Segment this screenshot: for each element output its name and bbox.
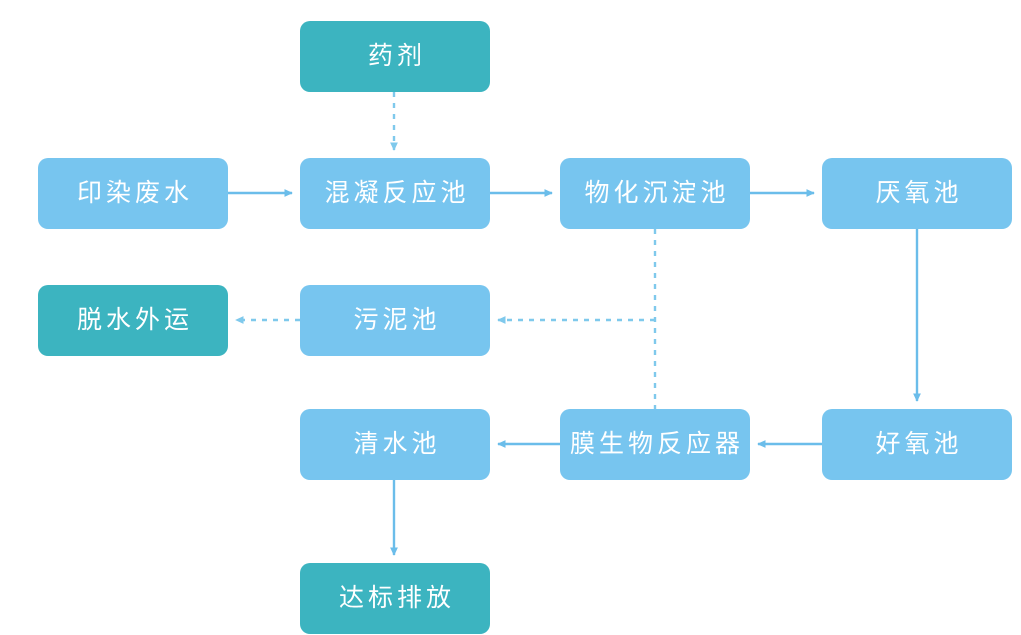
node-coagulation-label: 混凝反应池 bbox=[324, 179, 470, 207]
node-anaerobic[interactable]: 厌氧池 bbox=[822, 158, 1012, 229]
node-dewatering-label: 脱水外运 bbox=[76, 306, 193, 334]
node-coagulation[interactable]: 混凝反应池 bbox=[300, 158, 490, 229]
node-aerobic-label: 好氧池 bbox=[875, 430, 963, 458]
node-discharge-label: 达标排放 bbox=[338, 584, 455, 612]
node-discharge[interactable]: 达标排放 bbox=[300, 563, 490, 634]
node-anaerobic-label: 厌氧池 bbox=[875, 179, 963, 207]
node-sludge[interactable]: 污泥池 bbox=[300, 285, 490, 356]
node-influent[interactable]: 印染废水 bbox=[38, 158, 228, 229]
node-sludge-label: 污泥池 bbox=[353, 306, 441, 334]
node-reagent[interactable]: 药剂 bbox=[300, 21, 490, 92]
node-clearwater-label: 清水池 bbox=[353, 430, 441, 458]
node-influent-label: 印染废水 bbox=[76, 179, 193, 207]
node-mbr[interactable]: 膜生物反应器 bbox=[560, 409, 750, 480]
node-clearwater[interactable]: 清水池 bbox=[300, 409, 490, 480]
node-mbr-label: 膜生物反应器 bbox=[569, 430, 744, 458]
node-reagent-label: 药剂 bbox=[367, 42, 426, 70]
node-aerobic[interactable]: 好氧池 bbox=[822, 409, 1012, 480]
node-dewatering[interactable]: 脱水外运 bbox=[38, 285, 228, 356]
node-sedimentation-label: 物化沉淀池 bbox=[584, 179, 730, 207]
node-sedimentation[interactable]: 物化沉淀池 bbox=[560, 158, 750, 229]
